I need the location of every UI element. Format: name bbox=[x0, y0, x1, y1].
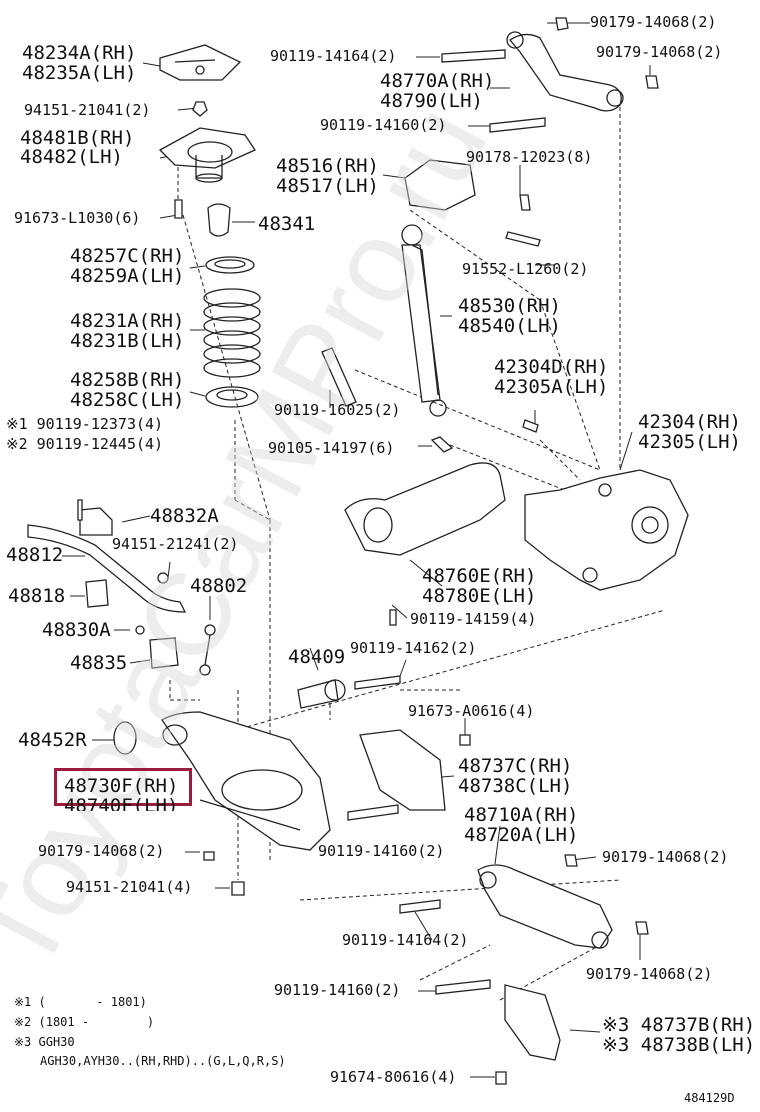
label-48235A: 48235A(LH) bbox=[22, 62, 137, 84]
label-90119-14160-top: 90119-14160(2) bbox=[320, 116, 447, 134]
note-1: ※1 ( - 1801) bbox=[14, 995, 147, 1009]
label-48835: 48835 bbox=[70, 652, 128, 674]
label-48780E: 48780E(LH) bbox=[422, 585, 537, 607]
label-48409: 48409 bbox=[288, 646, 346, 668]
label-90119-12373: ※1 90119-12373(4) bbox=[6, 415, 164, 433]
label-94151-21041-top: 94151-21041(2) bbox=[24, 101, 151, 119]
diagram-code: 484129D bbox=[684, 1091, 735, 1105]
label-90178-12023: 90178-12023(8) bbox=[466, 148, 593, 166]
label-42305: 42305(LH) bbox=[638, 431, 741, 453]
highlighted-part-box[interactable] bbox=[54, 768, 192, 806]
label-48802: 48802 bbox=[190, 575, 248, 597]
label-48812: 48812 bbox=[6, 544, 64, 566]
label-48234A: 48234A(RH) bbox=[22, 42, 137, 64]
label-48740F: 48740F(LH) bbox=[64, 797, 179, 811]
label-90119-14164-bottom: 90119-14164(2) bbox=[342, 931, 469, 949]
label-48231B: 48231B(LH) bbox=[70, 330, 185, 352]
label-94151-21041-bottom: 94151-21041(4) bbox=[66, 878, 193, 896]
note-3: ※3 GGH30 bbox=[14, 1035, 75, 1049]
label-48770A: 48770A(RH) bbox=[380, 70, 495, 92]
label-48737B: ※3 48737B(RH) bbox=[602, 1014, 756, 1036]
label-48341: 48341 bbox=[258, 213, 316, 235]
label-48830A: 48830A bbox=[42, 619, 111, 641]
label-48257C: 48257C(RH) bbox=[70, 245, 185, 267]
label-90119-14162: 90119-14162(2) bbox=[350, 639, 477, 657]
label-48482: 48482(LH) bbox=[20, 146, 123, 168]
label-90119-14164-top: 90119-14164(2) bbox=[270, 47, 397, 65]
label-48738B: ※3 48738B(LH) bbox=[602, 1034, 756, 1056]
label-90179-14068-right1: 90179-14068(2) bbox=[602, 848, 729, 866]
label-48760E: 48760E(RH) bbox=[422, 565, 537, 587]
label-90105-14197: 90105-14197(6) bbox=[268, 439, 395, 457]
label-48738C: 48738C(LH) bbox=[458, 775, 573, 797]
label-48481B: 48481B(RH) bbox=[20, 127, 135, 149]
label-48516: 48516(RH) bbox=[276, 155, 379, 177]
label-48530: 48530(RH) bbox=[458, 295, 561, 317]
note-4: AGH30,AYH30..(RH,RHD)..(G,L,Q,R,S) bbox=[40, 1054, 286, 1068]
label-90119-14159: 90119-14159(4) bbox=[410, 610, 537, 628]
label-42305A: 42305A(LH) bbox=[494, 376, 609, 398]
label-42304: 42304(RH) bbox=[638, 411, 741, 433]
label-90119-12445: ※2 90119-12445(4) bbox=[6, 435, 164, 453]
label-90179-14068-right2: 90179-14068(2) bbox=[586, 965, 713, 983]
label-48452R: 48452R bbox=[18, 729, 87, 751]
label-42304D: 42304D(RH) bbox=[494, 356, 609, 378]
label-91673-A0616: 91673-A0616(4) bbox=[408, 702, 535, 720]
label-48231A: 48231A(RH) bbox=[70, 310, 185, 332]
label-48258C: 48258C(LH) bbox=[70, 389, 185, 411]
label-48258B: 48258B(RH) bbox=[70, 369, 185, 391]
note-2: ※2 (1801 - ) bbox=[14, 1015, 155, 1029]
label-48720A: 48720A(LH) bbox=[464, 824, 579, 846]
label-48737C: 48737C(RH) bbox=[458, 755, 573, 777]
label-91552-L1260: 91552-L1260(2) bbox=[462, 260, 589, 278]
label-90179-14068-left: 90179-14068(2) bbox=[38, 842, 165, 860]
label-90179-14068-top2: 90179-14068(2) bbox=[596, 43, 723, 61]
label-48730F[interactable]: 48730F(RH) bbox=[64, 775, 179, 797]
label-48259A: 48259A(LH) bbox=[70, 265, 185, 287]
label-90119-14160-mid: 90119-14160(2) bbox=[318, 842, 445, 860]
label-48832A: 48832A bbox=[150, 505, 219, 527]
label-48818: 48818 bbox=[8, 585, 66, 607]
label-90119-14160-bottom: 90119-14160(2) bbox=[274, 981, 401, 999]
label-48710A: 48710A(RH) bbox=[464, 804, 579, 826]
label-48517: 48517(LH) bbox=[276, 175, 379, 197]
label-94151-21241: 94151-21241(2) bbox=[112, 535, 239, 553]
label-48540: 48540(LH) bbox=[458, 315, 561, 337]
label-90179-14068-top1: 90179-14068(2) bbox=[590, 13, 717, 31]
label-90119-16025: 90119-16025(2) bbox=[274, 401, 401, 419]
label-48790: 48790(LH) bbox=[380, 90, 483, 112]
label-91673-L1030: 91673-L1030(6) bbox=[14, 209, 141, 227]
label-91674-80616: 91674-80616(4) bbox=[330, 1068, 457, 1086]
